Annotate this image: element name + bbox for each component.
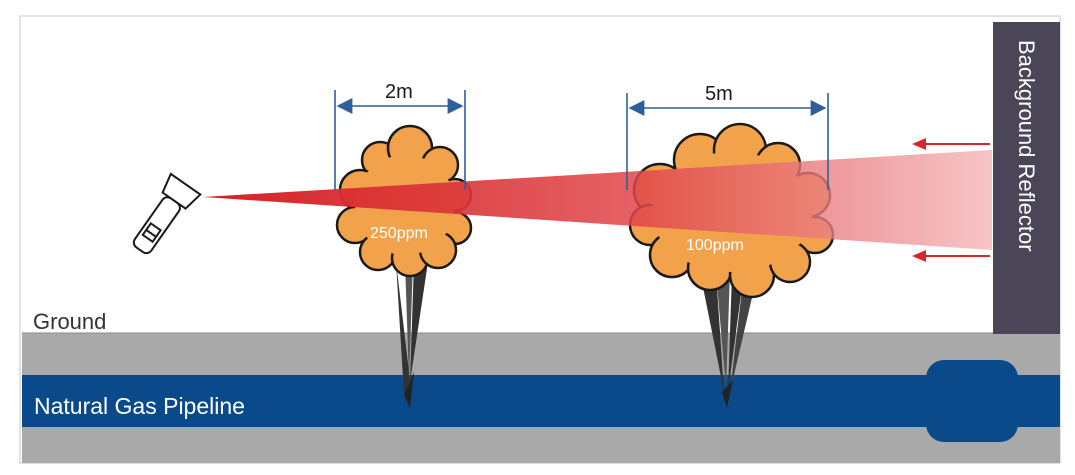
pipeline-label: Natural Gas Pipeline xyxy=(34,393,245,419)
dimension-label-small: 2m xyxy=(385,81,413,103)
ground-label: Ground xyxy=(33,309,106,334)
laser-beam xyxy=(203,150,992,250)
arrow-left-icon xyxy=(912,250,990,262)
background-reflector xyxy=(993,22,1060,334)
dimension-label-large: 5m xyxy=(705,83,733,105)
reflector-label: Background Reflector xyxy=(1014,40,1039,252)
dimension-marker-large xyxy=(626,93,829,190)
leak-plume-small-stem xyxy=(396,262,428,408)
leak-plume-large-stem xyxy=(700,272,758,408)
dimension-marker-small xyxy=(334,90,466,190)
concentration-label-small: 250ppm xyxy=(370,225,428,242)
pipeline-coupling xyxy=(926,360,1018,442)
flashlight-icon xyxy=(132,172,202,255)
arrow-left-icon xyxy=(912,138,990,150)
concentration-label-large: 100ppm xyxy=(686,237,744,254)
pipeline xyxy=(22,375,1060,427)
